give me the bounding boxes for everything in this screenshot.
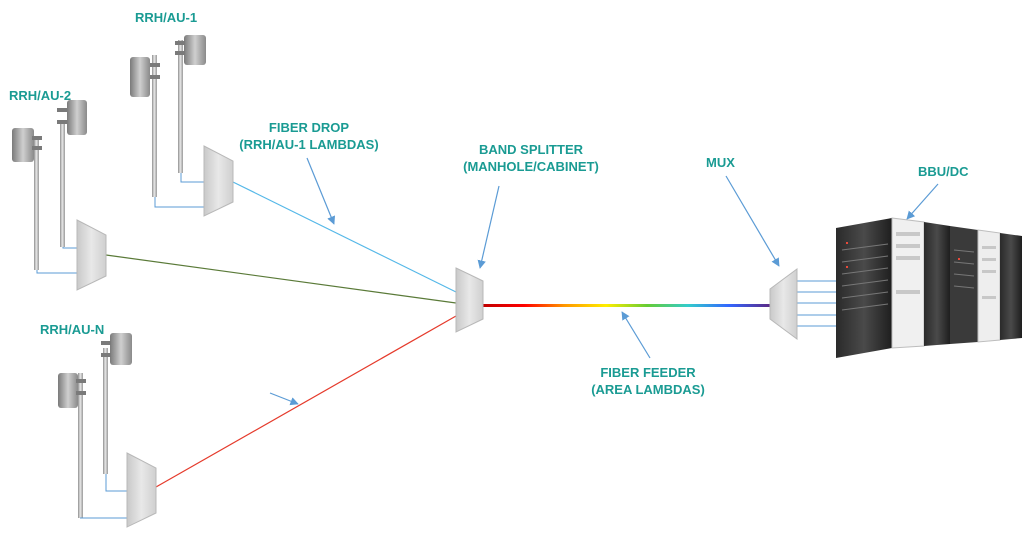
label-rrh-au2: RRH/AU-2	[9, 88, 72, 103]
band-splitter-pointer-arrow	[477, 185, 500, 269]
fiber-feeder-line	[483, 304, 770, 307]
antenna-mast-icon	[58, 333, 132, 519]
antenna-mast-icon	[12, 100, 87, 274]
splitter-au2-icon	[76, 219, 107, 291]
label-band-splitter: BAND SPLITTER (MANHOLE/CABINET)	[463, 142, 599, 174]
label-rrh-aun: RRH/AU-N	[40, 322, 105, 337]
antenna-mast-icon	[130, 35, 206, 208]
server-rack-icon	[836, 217, 1022, 358]
drop-aun-pointer-arrow	[269, 392, 299, 406]
fiber-drop-au1-line	[232, 181, 457, 293]
label-fiber-drop: FIBER DROP (RRH/AU-1 LAMBDAS)	[239, 120, 379, 152]
label-rrh-au1: RRH/AU-1	[135, 10, 198, 25]
splitter-aun-icon	[126, 452, 157, 528]
mux-output-lines	[797, 280, 836, 327]
mux-icon	[769, 268, 798, 340]
label-mux: MUX	[706, 155, 735, 170]
label-bbu-dc: BBU/DC	[918, 164, 969, 179]
fiber-drop-au2-line	[105, 254, 457, 304]
fiber-drop-aun-line	[155, 315, 457, 488]
splitter-au1-icon	[203, 145, 234, 217]
bbu-pointer-arrow	[906, 183, 939, 220]
label-fiber-feeder: FIBER FEEDER (AREA LAMBDAS)	[591, 365, 705, 397]
mux-pointer-arrow	[725, 175, 780, 267]
band-splitter-icon	[455, 267, 484, 333]
fiber-feeder-pointer-arrow	[621, 311, 651, 359]
fiber-drop-pointer-arrow	[306, 157, 336, 225]
